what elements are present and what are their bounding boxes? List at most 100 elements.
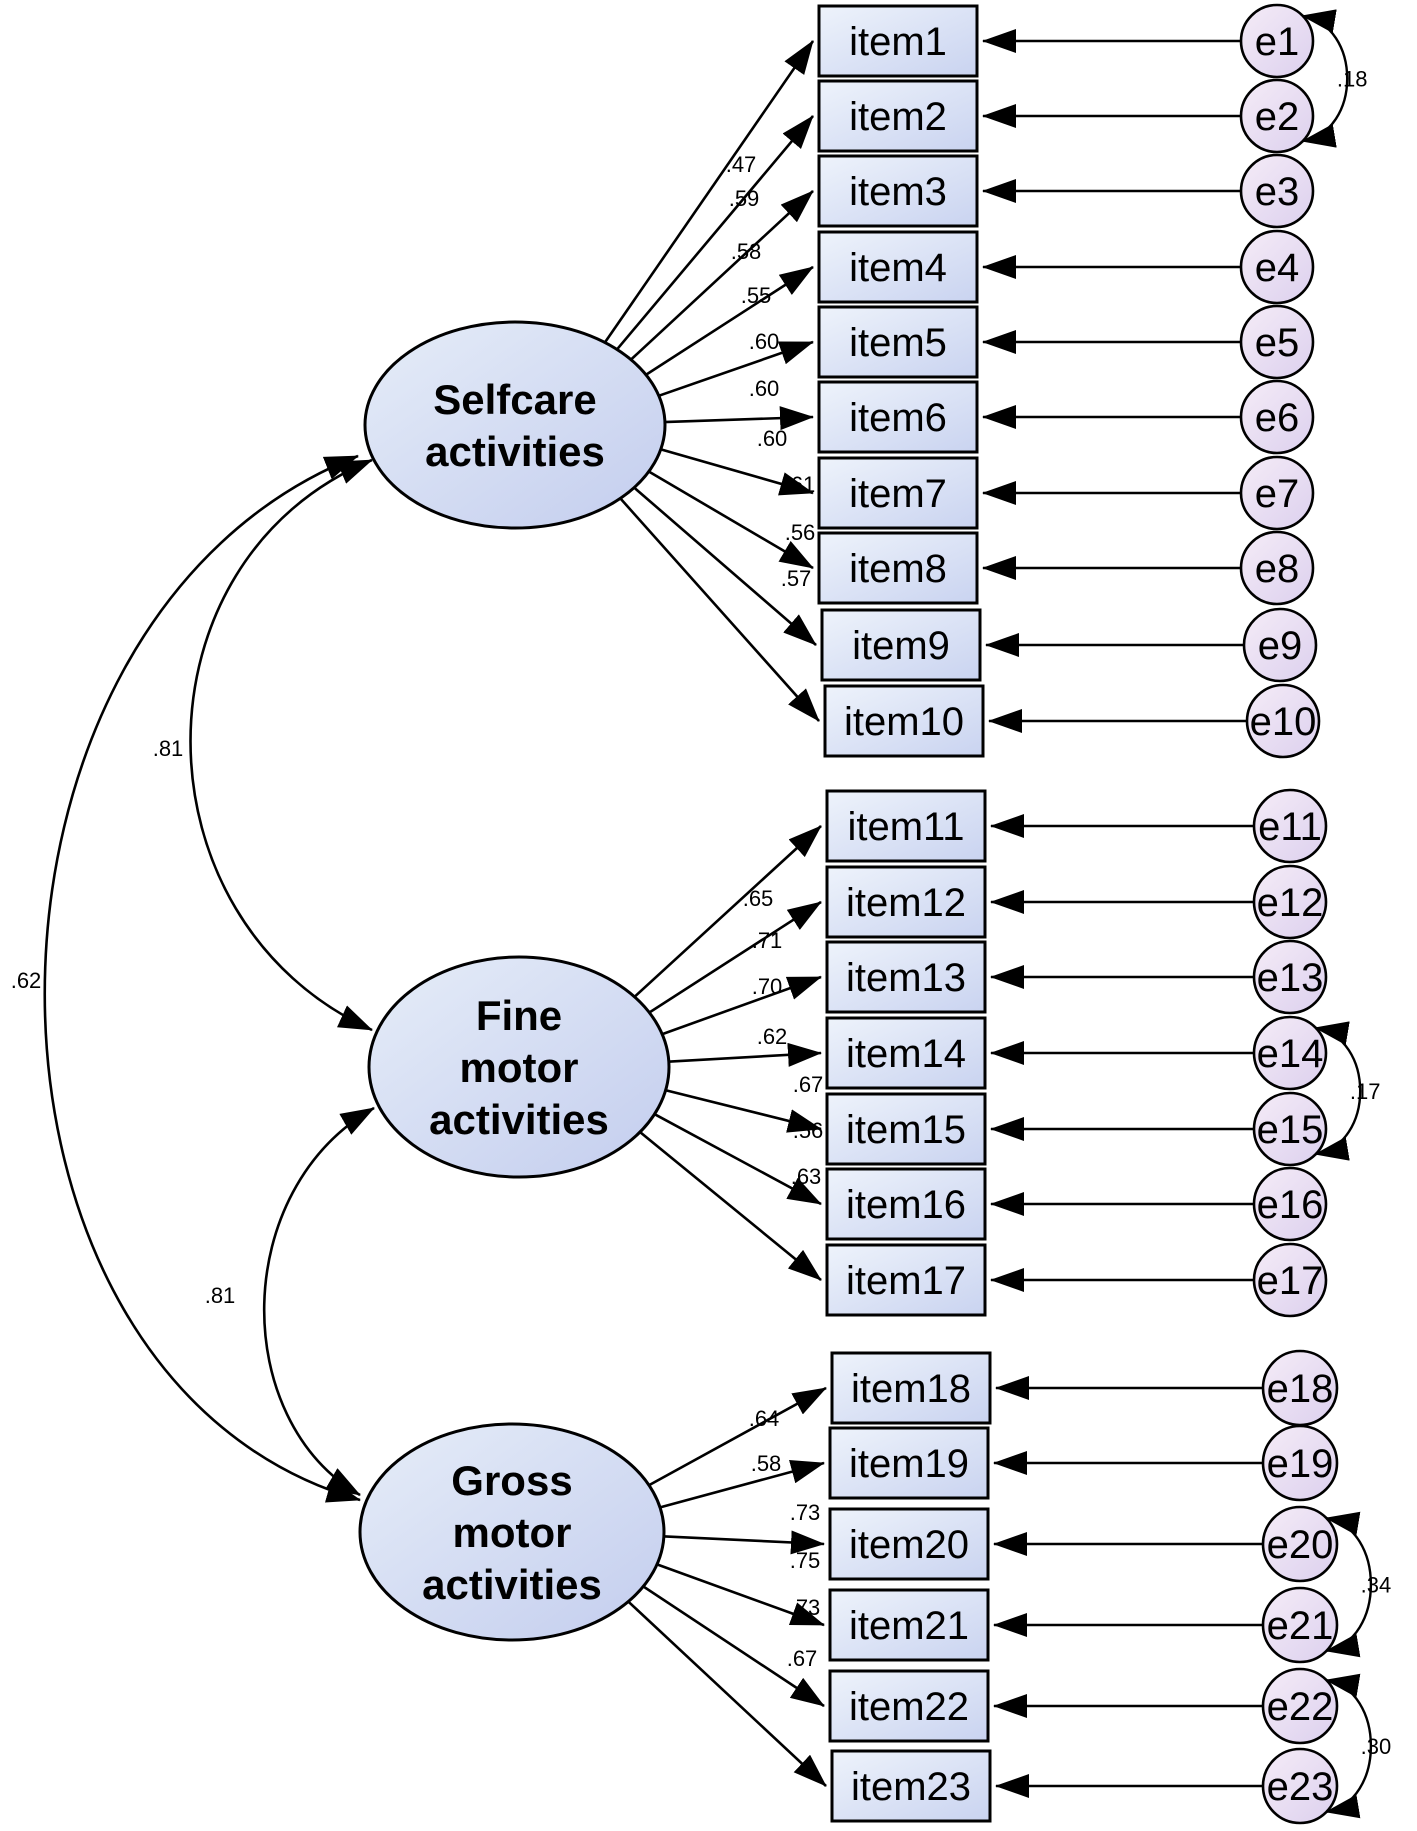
item-box	[825, 789, 987, 863]
item-label: item13	[846, 956, 966, 1000]
error-label: e15	[1257, 1108, 1324, 1152]
item-label: item14	[846, 1032, 966, 1076]
item-box	[828, 1669, 990, 1743]
loading-value: .59	[729, 186, 760, 211]
error-label: e10	[1250, 700, 1317, 744]
item-box	[825, 1243, 987, 1317]
error-circle	[1239, 304, 1315, 380]
loading-path	[656, 1042, 822, 1067]
error-circle	[1239, 78, 1315, 154]
item-label: item12	[846, 881, 966, 925]
loading-value: .71	[752, 928, 783, 953]
item-box	[817, 230, 979, 304]
loading-path	[650, 975, 822, 1040]
latent-label: motor	[460, 1044, 579, 1091]
item-label: item16	[846, 1183, 966, 1227]
item-box	[820, 608, 982, 682]
item-box	[817, 4, 979, 78]
latent-ellipse-fine	[367, 955, 671, 1179]
loading-value: .56	[793, 1118, 824, 1143]
item-label: item10	[844, 700, 964, 744]
item-label: item2	[849, 95, 947, 139]
item-box	[825, 865, 987, 939]
latent-label: activities	[429, 1096, 609, 1143]
loading-path	[649, 444, 814, 496]
loading-path	[645, 1559, 825, 1627]
error-circle	[1252, 939, 1328, 1015]
loading-value: .73	[790, 1500, 821, 1525]
error-label: e7	[1255, 472, 1300, 516]
item-label: item11	[847, 805, 964, 849]
factor-correlation-value: .81	[153, 736, 184, 761]
loading-value: .64	[749, 1406, 780, 1431]
error-label: e13	[1257, 956, 1324, 1000]
error-covariance-arrow	[1301, 9, 1349, 148]
item-label: item9	[852, 624, 950, 668]
item-box	[830, 1351, 992, 1425]
latent-label: motor	[453, 1509, 572, 1556]
error-label: e9	[1258, 624, 1303, 668]
item-label: item7	[849, 472, 947, 516]
loading-path	[651, 1530, 825, 1555]
error-covariance-value: .17	[1350, 1079, 1381, 1104]
error-covariance-arrow	[1324, 1511, 1373, 1658]
loading-path	[644, 1107, 822, 1206]
item-label: item18	[851, 1367, 971, 1411]
factor-correlation-arrow	[262, 1106, 375, 1497]
error-circle	[1261, 1667, 1339, 1745]
error-label: e3	[1255, 170, 1300, 214]
error-circle	[1261, 1586, 1339, 1664]
error-circle	[1242, 607, 1318, 683]
latent-label: activities	[425, 428, 605, 475]
error-label: e2	[1255, 95, 1300, 139]
loading-path	[652, 406, 814, 431]
error-circle	[1261, 1505, 1339, 1583]
loading-path	[625, 479, 817, 646]
error-label: e20	[1267, 1523, 1334, 1567]
loading-value: .65	[743, 886, 774, 911]
factor-correlation-arrow	[189, 458, 373, 1032]
error-label: e1	[1255, 20, 1300, 64]
loading-path	[619, 1593, 827, 1787]
item-label: item21	[849, 1604, 969, 1648]
item-box	[817, 380, 979, 454]
loading-path	[609, 115, 814, 358]
error-circle	[1252, 1015, 1328, 1091]
loading-path	[633, 1579, 825, 1708]
loading-value: .57	[781, 566, 812, 591]
item-box	[828, 1426, 990, 1500]
loading-value: .60	[757, 426, 788, 451]
item-label: item20	[849, 1523, 969, 1567]
item-label: item1	[849, 20, 947, 64]
error-covariance-arrow	[1324, 1673, 1373, 1819]
error-circle	[1252, 1166, 1328, 1242]
error-circle	[1261, 1424, 1339, 1502]
error-label: e19	[1267, 1442, 1334, 1486]
error-label: e8	[1255, 547, 1300, 591]
loading-value: .58	[751, 1451, 782, 1476]
item-label: item6	[849, 396, 947, 440]
item-label: item4	[849, 246, 947, 290]
item-box	[830, 1749, 992, 1823]
error-circle	[1239, 153, 1315, 229]
item-box	[817, 79, 979, 153]
loading-path	[639, 900, 822, 1020]
item-label: item3	[849, 170, 947, 214]
error-circle	[1239, 229, 1315, 305]
item-box	[825, 1167, 987, 1241]
item-box	[828, 1588, 990, 1662]
error-circle	[1239, 530, 1315, 606]
latent-ellipse-selfcare	[363, 320, 667, 530]
error-label: e4	[1255, 246, 1300, 290]
factor-correlation-arrow	[43, 454, 361, 1503]
item-label: item8	[849, 547, 947, 591]
error-circle	[1261, 1747, 1339, 1825]
error-label: e18	[1267, 1367, 1334, 1411]
loading-value: .67	[793, 1072, 824, 1097]
item-box	[817, 456, 979, 530]
loading-value: .73	[790, 1595, 821, 1620]
loading-path	[625, 825, 822, 1005]
error-covariance-arrow	[1314, 1021, 1362, 1161]
item-label: item22	[849, 1685, 969, 1729]
